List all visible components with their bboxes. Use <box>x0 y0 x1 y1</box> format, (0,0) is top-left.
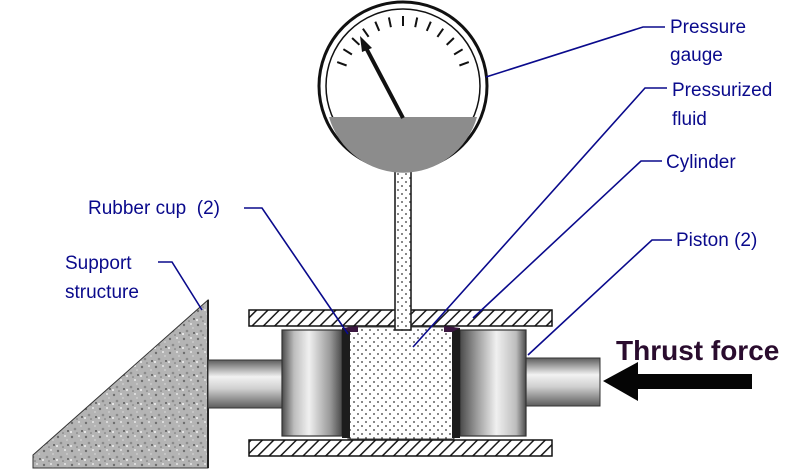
cylinder-wall-bottom <box>248 439 553 457</box>
leader-piston <box>527 239 672 356</box>
support-structure <box>32 298 209 469</box>
gauge-fluid-level <box>329 117 477 173</box>
right-piston <box>459 329 527 437</box>
label-support-structure-line1: Support <box>65 253 132 274</box>
gauge-tick <box>362 28 370 38</box>
leader-support-structure <box>158 261 203 311</box>
rubber-cup-left-lip <box>342 326 358 332</box>
gauge-tick <box>414 17 419 28</box>
label-pressure-gauge-line1: Pressure <box>670 17 746 38</box>
label-pressurized-fluid-line2: fluid <box>672 109 707 130</box>
gauge-tick <box>342 48 353 56</box>
gauge-tick <box>436 28 445 38</box>
gauge-ticks <box>336 16 470 67</box>
label-cylinder: Cylinder <box>666 152 736 173</box>
gauge-tick <box>459 61 470 67</box>
gauge-needle <box>362 43 405 119</box>
gauge-tick <box>446 37 455 46</box>
label-rubber-cup: Rubber cup (2) <box>88 198 220 219</box>
leader-pressurized-fluid <box>412 87 667 348</box>
label-pressurized-fluid-line1: Pressurized <box>672 80 772 101</box>
gauge-needle-tip <box>360 36 372 52</box>
pressure-gauge <box>317 0 489 173</box>
label-piston: Piston (2) <box>676 230 757 251</box>
right-piston-rod <box>519 357 601 407</box>
leader-pressure-gauge <box>485 26 665 78</box>
gauge-tick <box>336 61 347 67</box>
rubber-cup-right-lip <box>444 326 460 332</box>
gauge-tick <box>425 21 432 32</box>
gauge-tick <box>374 21 381 32</box>
label-support-structure-line2: structure <box>65 282 139 303</box>
pressurized-fluid-chamber <box>347 326 455 440</box>
left-piston-rod <box>207 359 289 409</box>
leader-cylinder <box>472 160 662 319</box>
gauge-tick <box>387 17 392 28</box>
gauge-tick <box>351 37 361 46</box>
left-piston <box>281 329 343 437</box>
leader-rubber-cup <box>244 207 349 335</box>
label-thrust-force: Thrust force <box>616 335 779 366</box>
gauge-tick <box>453 48 464 56</box>
gauge-stem-tube <box>394 157 412 331</box>
label-pressure-gauge-line2: gauge <box>670 45 723 66</box>
thrust-arrow-icon <box>603 362 752 401</box>
rubber-cup-right <box>452 328 460 438</box>
rubber-cup-left <box>342 328 350 438</box>
